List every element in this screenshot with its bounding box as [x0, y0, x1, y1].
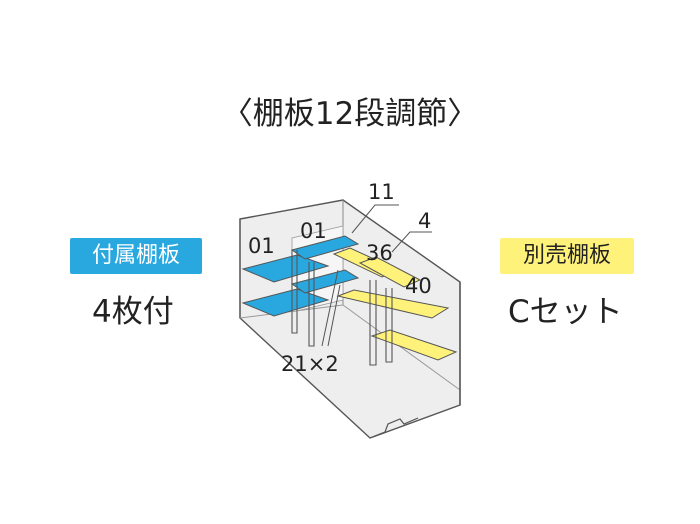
- shelf-posts: [291, 250, 393, 366]
- label-left-top: 01: [248, 234, 275, 258]
- label-callout-right: 4: [418, 209, 431, 233]
- label-40: 40: [405, 274, 432, 298]
- label-mid-top: 01: [300, 219, 327, 243]
- page-title: 〈棚板12段調節〉: [221, 96, 479, 132]
- callout-lines: [321, 204, 432, 347]
- optional-shelves: [332, 247, 458, 361]
- label-36: 36: [366, 241, 393, 265]
- label-callout-top: 11: [368, 180, 395, 204]
- optional-shelf-4: [370, 329, 458, 361]
- included-shelf-tag: 付属棚板: [70, 238, 202, 274]
- included-shelf-lower: [241, 288, 330, 317]
- optional-shelf-3: [336, 289, 450, 319]
- optional-shelf-set: Cセット: [508, 294, 623, 330]
- included-shelf-upper-mid: [290, 235, 360, 260]
- included-shelf-quantity: 4枚付: [92, 294, 174, 330]
- label-post: 21×2: [281, 352, 339, 376]
- optional-shelf-2: [358, 256, 422, 288]
- optional-shelf-tag: 別売棚板: [500, 238, 634, 274]
- included-shelf-upper: [241, 254, 330, 283]
